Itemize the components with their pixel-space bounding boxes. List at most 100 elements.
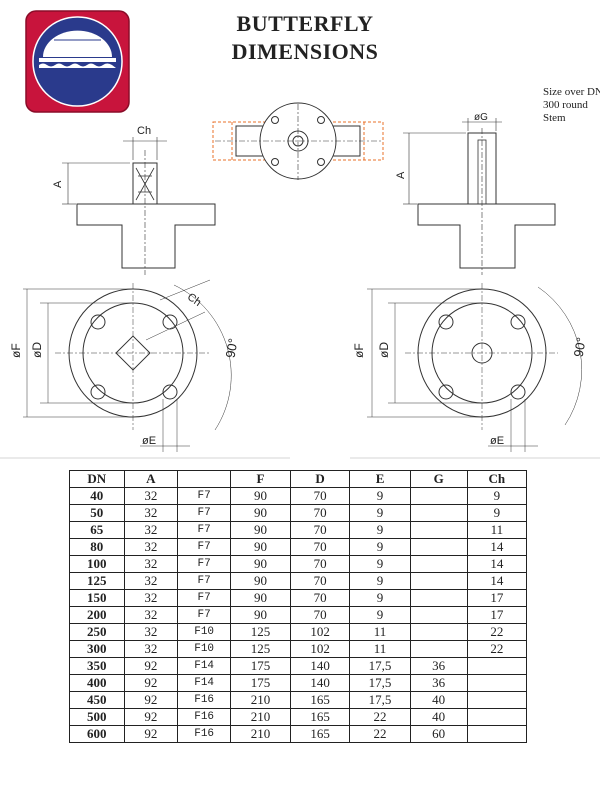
table-cell: 32 [123, 606, 179, 624]
column-header: G [409, 470, 468, 488]
table-cell: 17,5 [349, 691, 411, 709]
table-cell [466, 657, 528, 675]
label-f-left: øF [9, 343, 23, 358]
label-angle-left: 90° [223, 337, 241, 359]
table-cell: F7 [177, 521, 232, 539]
column-header: D [289, 470, 351, 488]
side-view-square-stem [62, 137, 216, 275]
table-cell [409, 538, 468, 556]
table-cell: 70 [289, 555, 351, 573]
table-cell: 102 [289, 640, 351, 658]
table-cell: 9 [349, 504, 411, 522]
table-cell: 50 [69, 504, 125, 522]
table-cell: 90 [230, 572, 291, 590]
label-angle-right: 90° [571, 336, 589, 358]
table-cell [409, 487, 468, 505]
table-cell [409, 640, 468, 658]
column-header: A [123, 470, 179, 488]
table-cell: 175 [230, 674, 291, 692]
label-d-right: øD [377, 342, 391, 358]
table-cell [409, 555, 468, 573]
table-cell: 92 [123, 708, 179, 726]
table-cell: 90 [230, 504, 291, 522]
table-cell: F14 [177, 674, 232, 692]
table-cell: 40 [409, 691, 468, 709]
title-line-2: DIMENSIONS [231, 39, 379, 64]
table-cell: 70 [289, 572, 351, 590]
table-cell: 210 [230, 725, 291, 743]
table-cell [466, 708, 528, 726]
table-cell: 17,5 [349, 674, 411, 692]
label-a-right: A [395, 171, 407, 179]
table-cell: 22 [466, 623, 528, 641]
table-cell: 22 [466, 640, 528, 658]
table-cell: 250 [69, 623, 125, 641]
table-cell: F16 [177, 725, 232, 743]
table-cell: 92 [123, 691, 179, 709]
table-cell: 9 [349, 487, 411, 505]
table-cell: 40 [69, 487, 125, 505]
column-header: E [349, 470, 411, 488]
label-ch-top: Ch [137, 125, 151, 137]
table-cell: 14 [466, 572, 528, 590]
table-cell: 14 [466, 555, 528, 573]
column-header: Ch [466, 470, 528, 488]
table-cell: F16 [177, 708, 232, 726]
table-cell [409, 589, 468, 607]
table-cell [409, 623, 468, 641]
table-cell: F10 [177, 640, 232, 658]
table-cell [466, 725, 528, 743]
table-cell: 90 [230, 538, 291, 556]
table-cell: 32 [123, 487, 179, 505]
table-cell: 150 [69, 589, 125, 607]
table-cell [409, 606, 468, 624]
table-cell: 350 [69, 657, 125, 675]
table-cell: 9 [466, 504, 528, 522]
table-cell: 14 [466, 538, 528, 556]
column-header: F [230, 470, 291, 488]
table-cell: F16 [177, 691, 232, 709]
table-cell: 17 [466, 606, 528, 624]
table-cell: 300 [69, 640, 125, 658]
table-cell: 210 [230, 708, 291, 726]
table-cell: 210 [230, 691, 291, 709]
table-cell: F10 [177, 623, 232, 641]
table-cell: 36 [409, 657, 468, 675]
table-cell: 40 [409, 708, 468, 726]
side-view-round-stem [403, 118, 556, 275]
table-cell [466, 674, 528, 692]
table-cell: 17,5 [349, 657, 411, 675]
table-cell: F7 [177, 572, 232, 590]
table-cell: 60 [409, 725, 468, 743]
table-cell: 9 [349, 521, 411, 539]
label-a-left: A [52, 180, 64, 188]
table-cell: 80 [69, 538, 125, 556]
column-header [177, 470, 232, 488]
column-header: DN [69, 470, 125, 488]
table-cell: 9 [349, 606, 411, 624]
table-cell: 32 [123, 589, 179, 607]
table-cell: 70 [289, 521, 351, 539]
table-cell: 11 [349, 623, 411, 641]
table-cell: 92 [123, 674, 179, 692]
table-cell: F7 [177, 555, 232, 573]
table-cell: 32 [123, 623, 179, 641]
label-e-left: øE [142, 435, 156, 447]
label-g-top: øG [474, 112, 488, 123]
table-cell: 70 [289, 487, 351, 505]
table-cell: 32 [123, 538, 179, 556]
table-cell: 32 [123, 640, 179, 658]
table-cell: 90 [230, 555, 291, 573]
